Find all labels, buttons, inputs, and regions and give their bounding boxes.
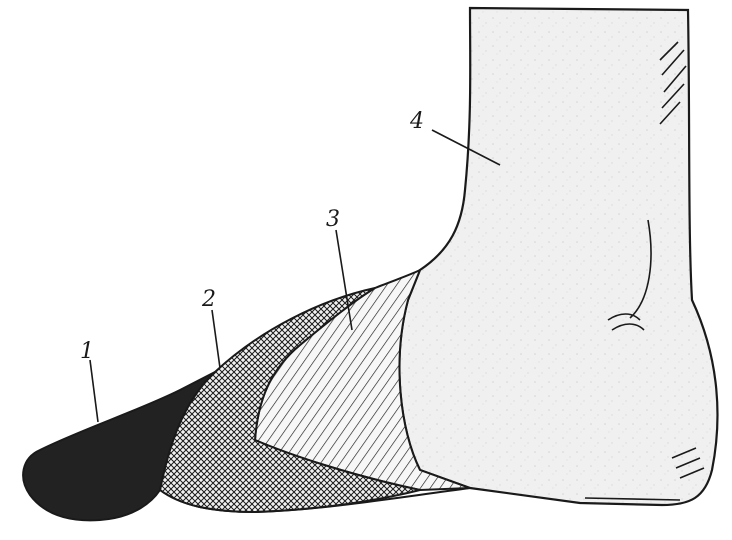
leader-line-2 — [212, 310, 220, 368]
label-zone-1: 1 — [80, 339, 94, 364]
label-zone-2: 2 — [201, 287, 216, 312]
leader-line-1 — [90, 360, 98, 422]
zone-4-region — [399, 8, 717, 505]
label-zone-4: 4 — [409, 109, 424, 134]
label-zone-3: 3 — [326, 207, 340, 232]
